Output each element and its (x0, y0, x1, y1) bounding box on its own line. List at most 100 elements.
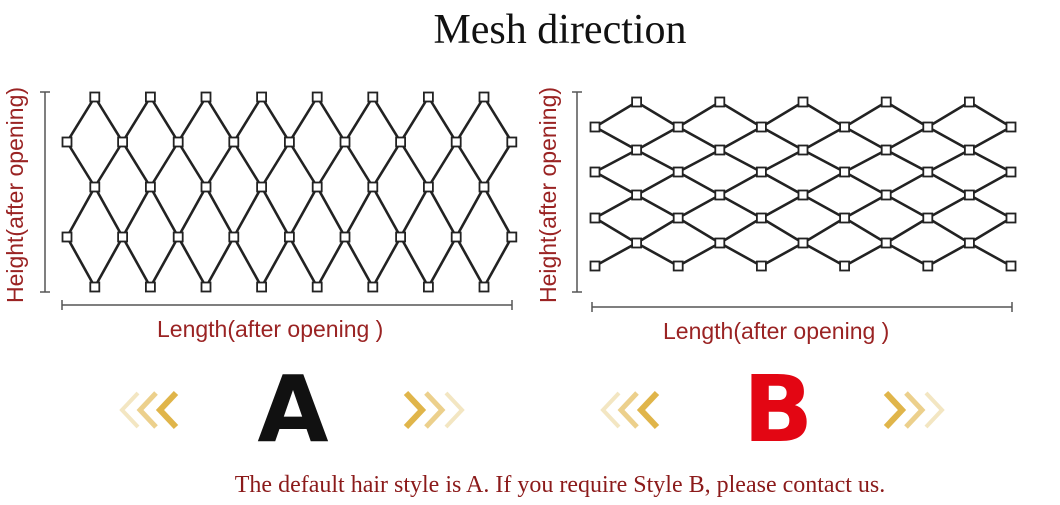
mesh-b-knot (714, 144, 726, 156)
mesh-b-knot (672, 121, 684, 133)
mesh-b-knot (589, 212, 601, 224)
mesh-b-knot (922, 121, 934, 133)
mesh-a-knot (89, 281, 101, 293)
mesh-b-knot (839, 212, 850, 224)
mesh-a-knot (506, 231, 518, 243)
mesh-a-knot (256, 91, 268, 103)
mesh-b-knot (922, 260, 934, 272)
mesh-a-knot (422, 181, 434, 193)
mesh-a-knot (200, 91, 212, 103)
chevron-right-icon-a (396, 380, 476, 440)
mesh-a-net (61, 91, 518, 293)
mesh-b-diagram (572, 91, 1017, 312)
mesh-b-knot (714, 237, 726, 249)
mesh-b-knot (672, 260, 684, 272)
mesh-a-knot (422, 91, 434, 103)
mesh-a-knot (172, 136, 184, 148)
mesh-b-knot (756, 166, 767, 178)
mesh-b-knot (964, 237, 975, 249)
mesh-a-knot (478, 281, 490, 293)
mesh-a-knot (89, 181, 101, 193)
mesh-a-knot (311, 281, 323, 293)
length-label-b: Length(after opening ) (663, 318, 890, 344)
mesh-a-knot (450, 231, 462, 243)
mesh-a-diagram (40, 91, 518, 310)
style-b-letter: B (742, 356, 814, 463)
mesh-b-knot (922, 212, 934, 224)
mesh-b-knot (589, 121, 601, 133)
mesh-b-knot (797, 237, 809, 249)
mesh-a-knot (144, 181, 156, 193)
mesh-a-knot (367, 91, 379, 103)
mesh-a-knot (339, 136, 351, 148)
mesh-b-knot (964, 96, 975, 108)
mesh-b-knot (756, 212, 767, 224)
mesh-b-knot (1005, 260, 1017, 272)
mesh-a-knot (117, 231, 128, 243)
mesh-a-knot (422, 281, 434, 293)
mesh-b-knot (631, 189, 642, 201)
style-a-letter: A (257, 356, 329, 463)
length-label-a: Length(after opening ) (157, 316, 384, 342)
mesh-b-knot (1005, 212, 1017, 224)
mesh-a-knot (311, 91, 323, 103)
mesh-a-knot (283, 231, 295, 243)
mesh-a-knot (117, 136, 128, 148)
mesh-a-knot (506, 136, 518, 148)
mesh-b-knot (880, 96, 892, 108)
mesh-b-knot (964, 189, 975, 201)
mesh-a-knot (89, 91, 101, 103)
mesh-a-knot (61, 136, 73, 148)
mesh-b-knot (631, 96, 642, 108)
mesh-b-knot (589, 166, 601, 178)
mesh-a-dimension-lines (40, 91, 513, 310)
mesh-b-knot (672, 166, 684, 178)
mesh-a-knot (144, 91, 156, 103)
mesh-b-knot (672, 212, 684, 224)
mesh-a-knot (395, 231, 407, 243)
mesh-b-knot (922, 166, 934, 178)
mesh-a-knot (256, 181, 268, 193)
mesh-a-knot (283, 136, 295, 148)
mesh-b-knot (631, 237, 642, 249)
mesh-a-knot (478, 91, 490, 103)
mesh-a-knot (256, 281, 268, 293)
mesh-b-knot (589, 260, 601, 272)
mesh-b-knot (880, 189, 892, 201)
height-label-b: Height(after opening) (535, 86, 561, 304)
mesh-b-knot (714, 96, 726, 108)
mesh-b-knot (839, 121, 850, 133)
mesh-a-knot (228, 231, 240, 243)
mesh-b-knot (797, 189, 809, 201)
mesh-a-knot (339, 231, 351, 243)
mesh-b-knot (1005, 166, 1017, 178)
mesh-b-knot (756, 121, 767, 133)
chevron-right-icon-b (876, 380, 956, 440)
mesh-b-knot (964, 144, 975, 156)
mesh-b-knot (1005, 121, 1017, 133)
mesh-a-knot (61, 231, 73, 243)
mesh-a-knot (478, 181, 490, 193)
mesh-b-knot (797, 96, 809, 108)
mesh-a-knot (172, 231, 184, 243)
page-title: Mesh direction (433, 7, 687, 53)
mesh-a-knot (200, 181, 212, 193)
mesh-a-knot (200, 281, 212, 293)
mesh-a-knot (450, 136, 462, 148)
footer-note: The default hair style is A. If you requ… (234, 472, 886, 498)
mesh-b-knot (839, 166, 850, 178)
mesh-b-net (589, 96, 1017, 272)
mesh-a-knot (311, 181, 323, 193)
mesh-b-knot (797, 144, 809, 156)
mesh-a-knot (144, 281, 156, 293)
mesh-b-knot (839, 260, 850, 272)
mesh-a-knot (367, 181, 379, 193)
mesh-a-knot (228, 136, 240, 148)
chevron-left-icon-b (593, 380, 673, 440)
mesh-b-knot (756, 260, 767, 272)
mesh-b-knot (880, 237, 892, 249)
mesh-b-dimension-lines (572, 91, 1013, 312)
mesh-b-knot (880, 144, 892, 156)
mesh-b-knot (631, 144, 642, 156)
mesh-b-knot (714, 189, 726, 201)
